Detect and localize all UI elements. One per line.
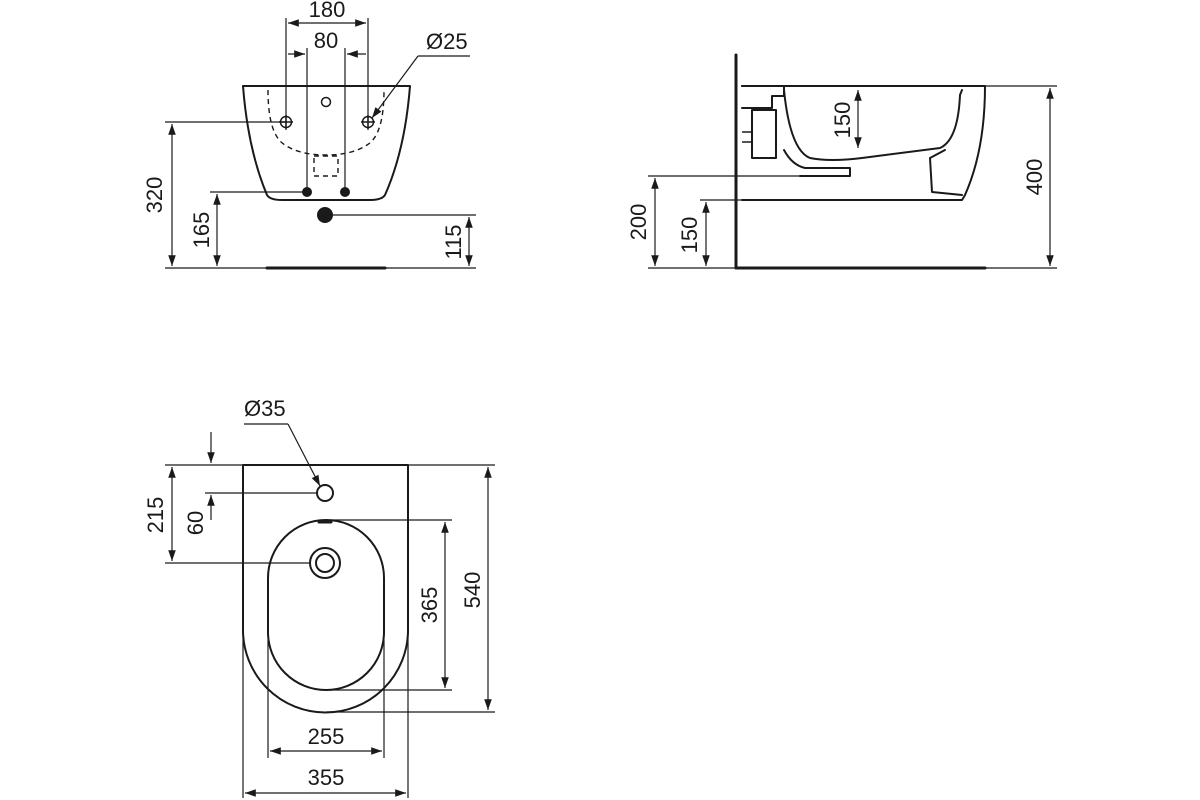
front-view: 180 80 Ø25 320 165 115 (142, 0, 476, 270)
side-fixing-block (741, 85, 785, 109)
front-waste-outlet (313, 155, 339, 177)
side-view: 150 400 200 150 (626, 53, 1057, 270)
dim-d25-label: Ø25 (426, 29, 468, 54)
front-drain-point (317, 207, 333, 223)
dim-165-label: 165 (189, 212, 214, 249)
dim-400-label: 400 (1022, 159, 1047, 196)
dim-80-label: 80 (314, 28, 338, 53)
dim-200-label: 200 (626, 204, 651, 241)
side-inner-basin (783, 89, 963, 161)
front-inner-basin (267, 89, 385, 156)
dim-150-top-label: 150 (830, 102, 855, 139)
dim-115-label: 115 (441, 224, 466, 259)
side-body-outline (741, 85, 986, 201)
front-bowl-outline (242, 85, 411, 201)
dim-355-label: 355 (308, 765, 345, 790)
top-inner-basin (267, 519, 385, 691)
dim-320-label: 320 (142, 177, 167, 214)
dim-150-bottom-label: 150 (677, 217, 702, 254)
top-view: Ø35 215 60 365 540 255 355 (143, 396, 495, 798)
dim-540-label: 540 (460, 572, 485, 609)
dim-180-label: 180 (309, 0, 346, 22)
dim-60-label: 60 (183, 511, 208, 535)
side-bracket (751, 109, 777, 159)
top-tap-hole (316, 484, 334, 502)
dim-215-label: 215 (143, 497, 168, 534)
side-waste-pipe (783, 149, 851, 177)
top-drain-hole (309, 547, 341, 579)
dim-365-label: 365 (417, 587, 442, 624)
dim-255-label: 255 (308, 724, 345, 749)
front-overflow-hole (320, 96, 332, 108)
dim-d35-label: Ø35 (244, 396, 286, 421)
